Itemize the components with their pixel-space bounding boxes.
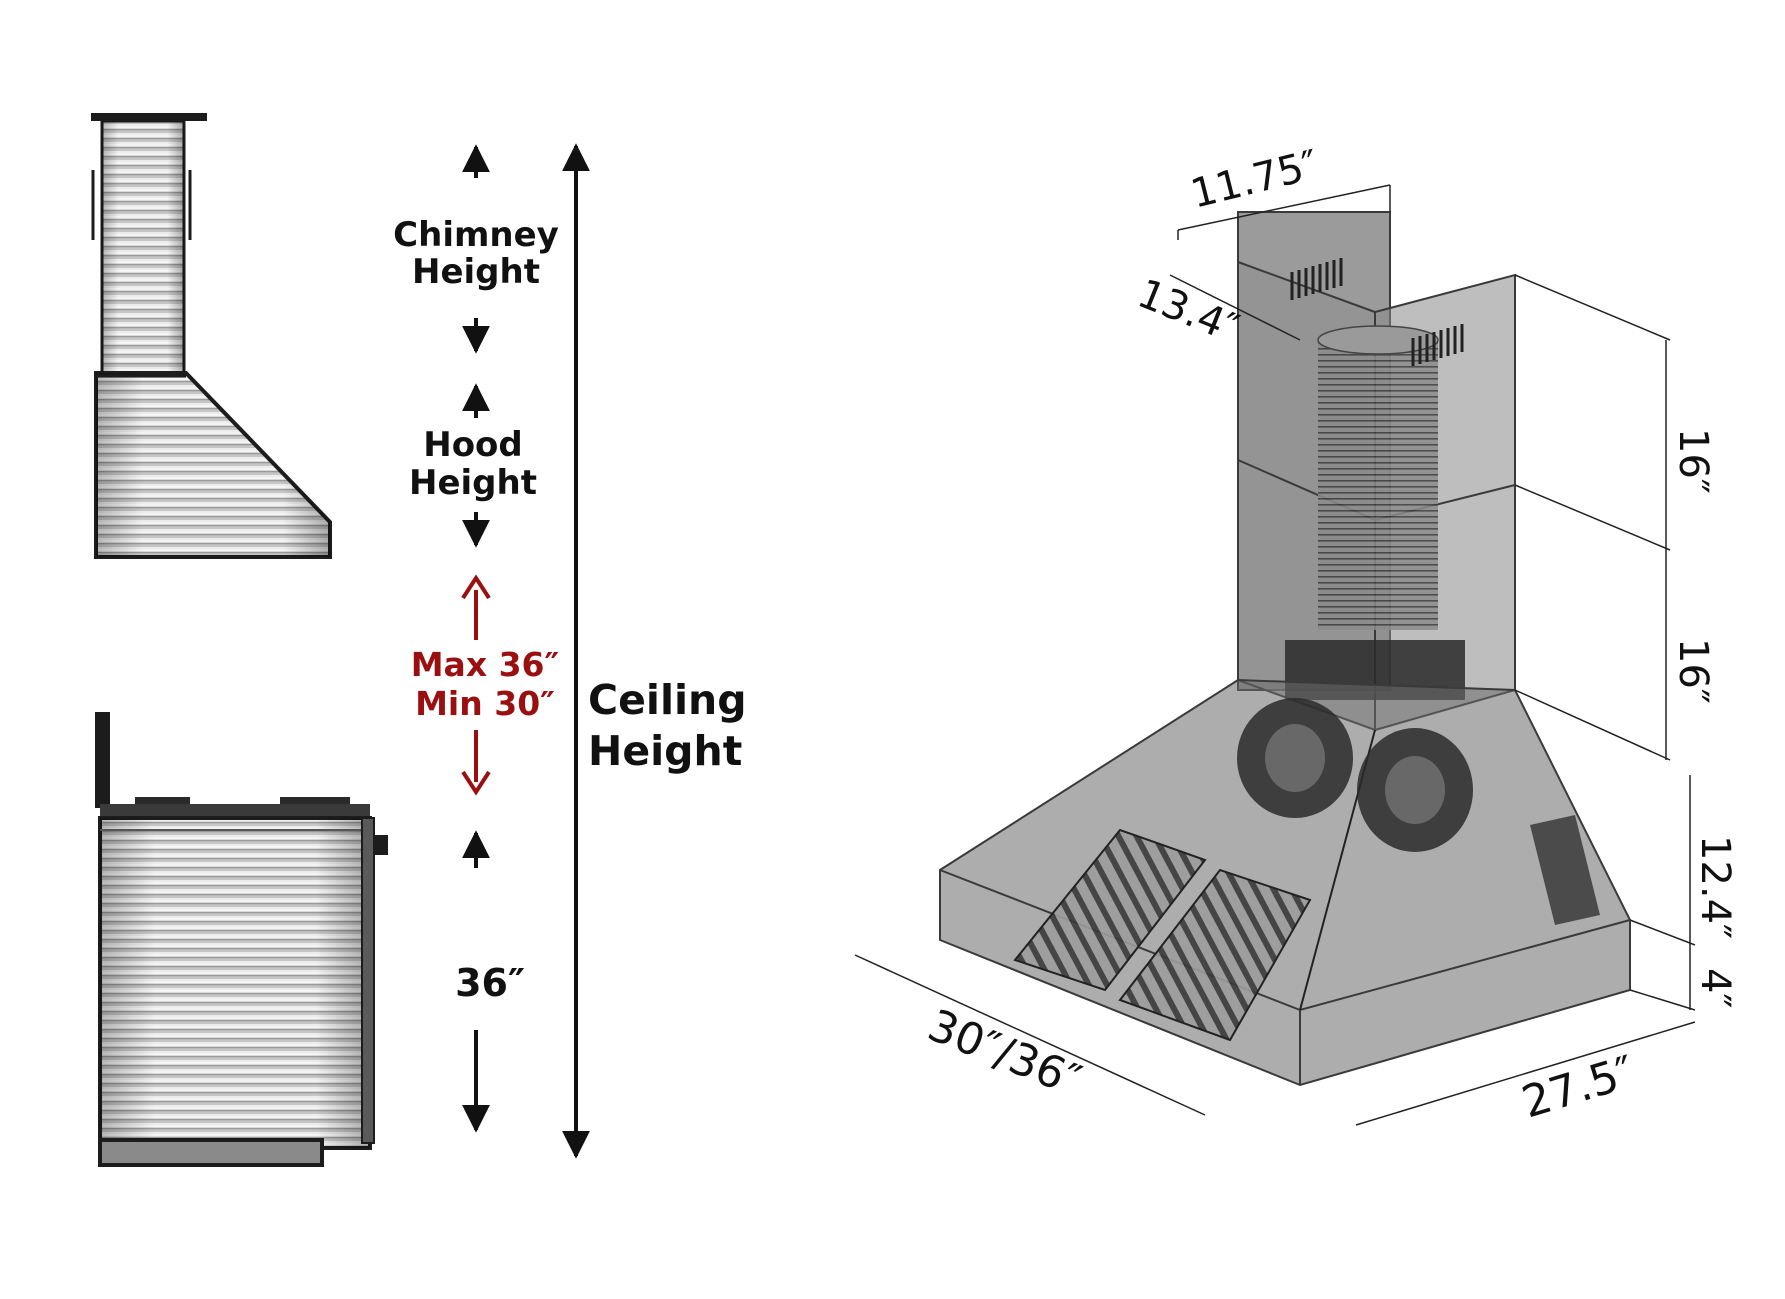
ceiling-height-label: Ceiling xyxy=(588,676,747,724)
dimension-arrows-left xyxy=(462,143,590,1159)
dim-chimney-width: 11.75″ xyxy=(1186,142,1323,218)
hood-3d-render xyxy=(939,211,1631,1087)
side-view-range xyxy=(95,712,388,1167)
dim-lower-chimney: 16″ xyxy=(1670,638,1716,704)
ceiling-height-label-line2: Height xyxy=(588,727,742,775)
hood-height-label: Hood xyxy=(423,425,523,465)
chimney-height-label-line2: Height xyxy=(412,252,540,292)
dim-width: 30″/36″ xyxy=(921,1000,1088,1107)
clearance-max-label: Max 36″ xyxy=(411,645,560,684)
dim-hood-rim: 4″ xyxy=(1692,968,1738,1008)
hood-height-label-line2: Height xyxy=(409,463,537,503)
dim-hood-slope: 12.4″ xyxy=(1692,835,1738,939)
side-view-hood xyxy=(91,113,332,559)
dim-chimney-depth: 13.4″ xyxy=(1131,271,1245,353)
dim-upper-chimney: 16″ xyxy=(1670,428,1716,494)
dimension-lines-right xyxy=(854,184,1696,1126)
chimney-height-label: Chimney xyxy=(393,215,559,255)
clearance-min-label: Min 30″ xyxy=(415,684,555,723)
counter-height-label: 36″ xyxy=(455,961,525,1005)
dim-depth: 27.5″ xyxy=(1516,1046,1640,1128)
clearance-arrows xyxy=(461,574,491,796)
